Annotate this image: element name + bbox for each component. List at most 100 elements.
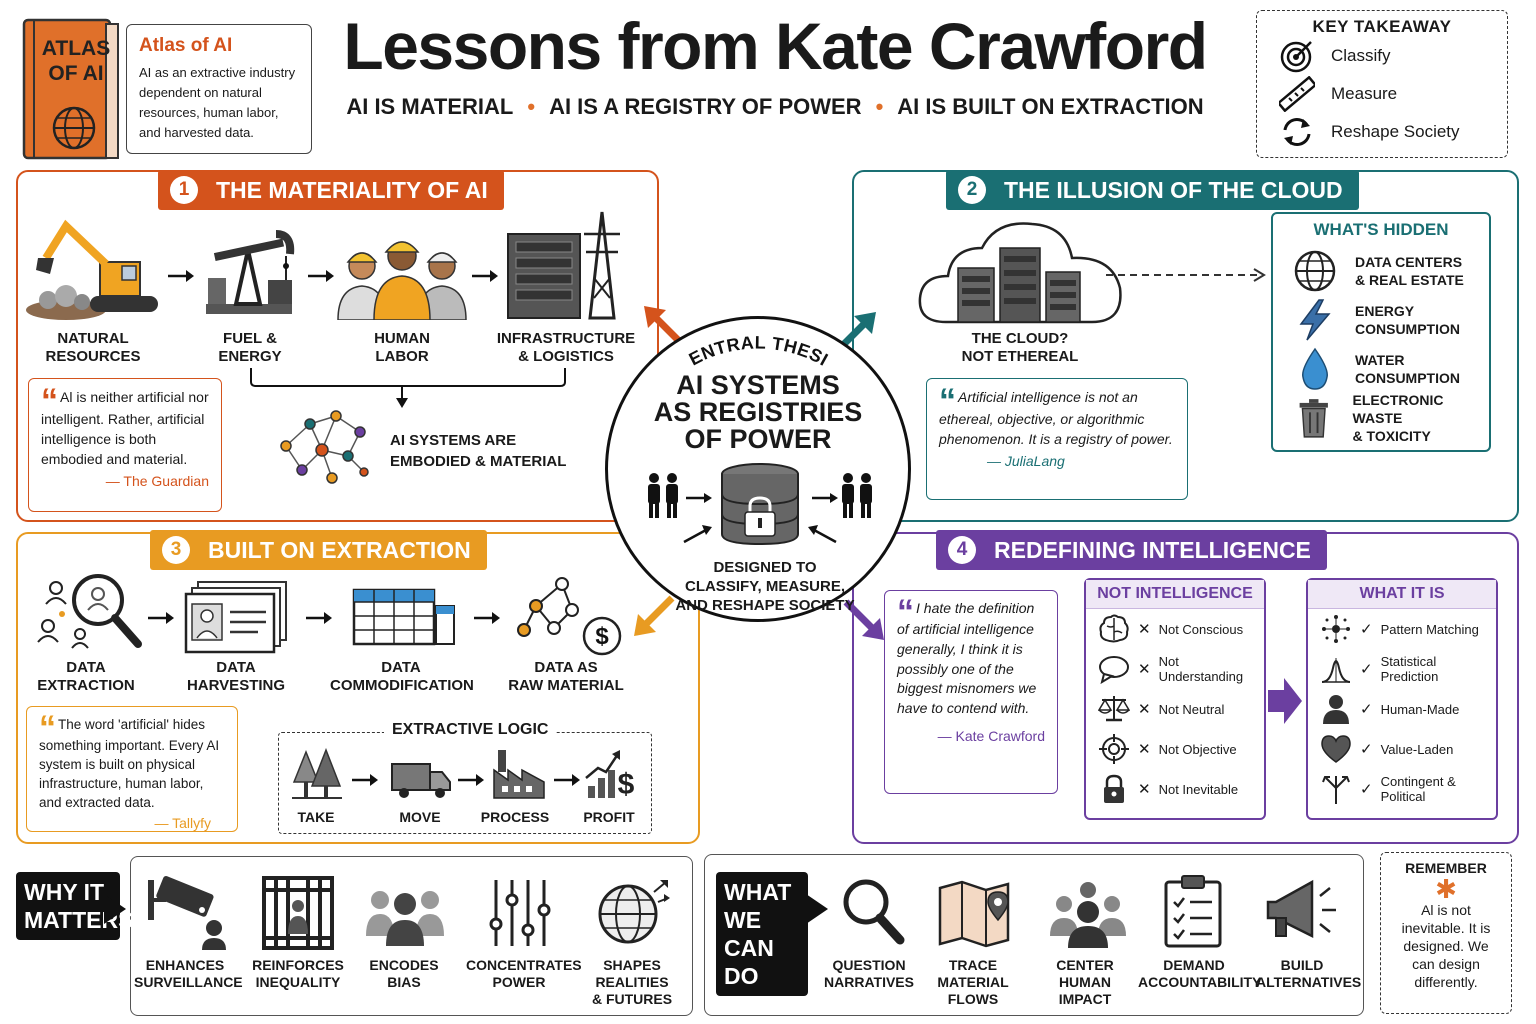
factory-icon [493,750,545,799]
is-item: ✓Value-Laden [1308,729,1496,769]
quote-text: Al is neither artificial nor intelligent… [41,389,209,467]
bell-curve-icon [1321,658,1351,683]
water-drop-icon [1302,347,1328,390]
remember-text: Al is not inevitable. It is designed. We… [1401,902,1491,990]
trash-icon [1299,398,1328,438]
section-number: 2 [958,176,986,204]
julialang-quote: “Artificial intelligence is not an ether… [926,378,1188,500]
hidden-item: DATA CENTERS& REAL ESTATE [1273,246,1489,295]
svg-text:$: $ [618,768,635,800]
quote-source: — The Guardian [105,473,209,489]
atlas-card-title: Atlas of AI [139,35,233,56]
what-it-is-title: WHAT IT IS [1308,580,1496,609]
remember-box: REMEMBER ✱ Al is not inevitable. It is d… [1380,852,1512,1014]
whats-hidden-box: WHAT'S HIDDEN DATA CENTERS& REAL ESTATE … [1271,212,1491,452]
network-icon [280,410,369,484]
target-icon [1280,41,1312,73]
not-item: ✕Not Inevitable [1086,769,1264,809]
lock-icon [1104,774,1124,803]
book-title-line2: OF AI [48,62,104,85]
globe-arrows-icon [598,880,670,944]
group-icon [366,891,444,946]
camera-icon [148,876,226,950]
hidden-item: ELECTRONIC WASTE& TOXICITY [1273,392,1489,444]
dashed-arrow [1106,268,1266,282]
arrow-right-icon [458,774,484,786]
section-title-text: REDEFINING INTELLIGENCE [994,536,1311,563]
central-thesis-arc: CENTRAL THESIS [605,316,832,370]
speech-bubble-icon [1099,656,1129,684]
datacenter-icon [507,211,620,320]
pattern-icon [1322,615,1350,643]
step-label: FUEL &ENERGY [218,330,282,365]
quote-source: — JuliaLang [987,453,1065,469]
what-it-is-box: WHAT IT IS ✓Pattern Matching ✓Statistica… [1306,578,1498,820]
section-cloud-title: 2 THE ILLUSION OF THE CLOUD [946,170,1359,210]
key-takeaway-item: Measure [1257,75,1507,113]
search-icon [843,879,905,945]
heart-icon [1321,735,1351,763]
subtitle-item: AI IS BUILT ON EXTRACTION [897,94,1204,119]
logic-label: PROFIT [583,809,635,825]
globe-icon [1294,250,1336,291]
brain-icon [1099,614,1129,643]
why-item: SHAPES REALITIES& FUTURES [591,957,673,1007]
is-item: ✓Pattern Matching [1308,609,1496,649]
cloud-servers-icon [918,222,1122,324]
crawford-quote: “I hate the definition of artificial int… [884,590,1058,794]
step-label: INFRASTRUCTURE& LOGISTICS [496,330,636,365]
arrow-right-icon [472,270,498,282]
arrow-to-section4 [843,599,884,640]
workers-icon [337,241,467,320]
branch-arrows-icon [1322,776,1350,804]
arrow-right-icon [474,612,500,624]
cage-icon [262,876,334,950]
extractive-logic-title: EXTRACTIVE LOGIC [384,721,557,739]
logic-label: PROCESS [480,809,550,825]
database-lock-icon [648,463,872,546]
page-title: Lessons from Kate Crawford [343,9,1208,83]
guardian-quote: “Al is neither artificial nor intelligen… [28,378,222,512]
network-dollar-icon: $ [517,577,622,656]
quote-text: Artificial intelligence is not an ethere… [939,389,1173,447]
spreadsheet-icon [352,588,455,646]
not-item: ✕Not Understanding [1086,649,1264,689]
quote-source: — Tallyfy [154,815,211,831]
quote-text: I hate the definition of artificial inte… [897,600,1037,717]
cycle-icon [1283,118,1311,146]
ruler-icon [1279,76,1315,112]
not-intelligence-box: NOT INTELLIGENCE ✕Not Conscious ✕Not Und… [1084,578,1266,820]
people-icon [1050,882,1126,948]
what-we-can-do-box [704,854,1364,1016]
excavator-icon [26,219,158,320]
quote-text: The word 'artificial' hides something im… [39,717,220,810]
section-title-text: THE ILLUSION OF THE CLOUD [1004,176,1343,203]
truck-icon [391,763,451,798]
svg-text:CENTRAL THESIS: CENTRAL THESIS [605,316,832,370]
logic-label: TAKE [297,809,335,825]
remember-title: REMEMBER [1405,860,1487,876]
is-item: ✓Contingent & Political [1308,769,1496,809]
subtitle-item: AI IS MATERIAL [346,94,514,119]
key-takeaway-title: KEY TAKEAWAY [1312,17,1452,36]
key-takeaway-label: Reshape Society [1331,122,1460,141]
logic-label: MOVE [399,809,441,825]
profile-cards-icon [184,581,287,654]
map-icon [938,880,1010,948]
label-arrow [104,894,126,924]
key-takeaway-label: Measure [1331,84,1398,103]
